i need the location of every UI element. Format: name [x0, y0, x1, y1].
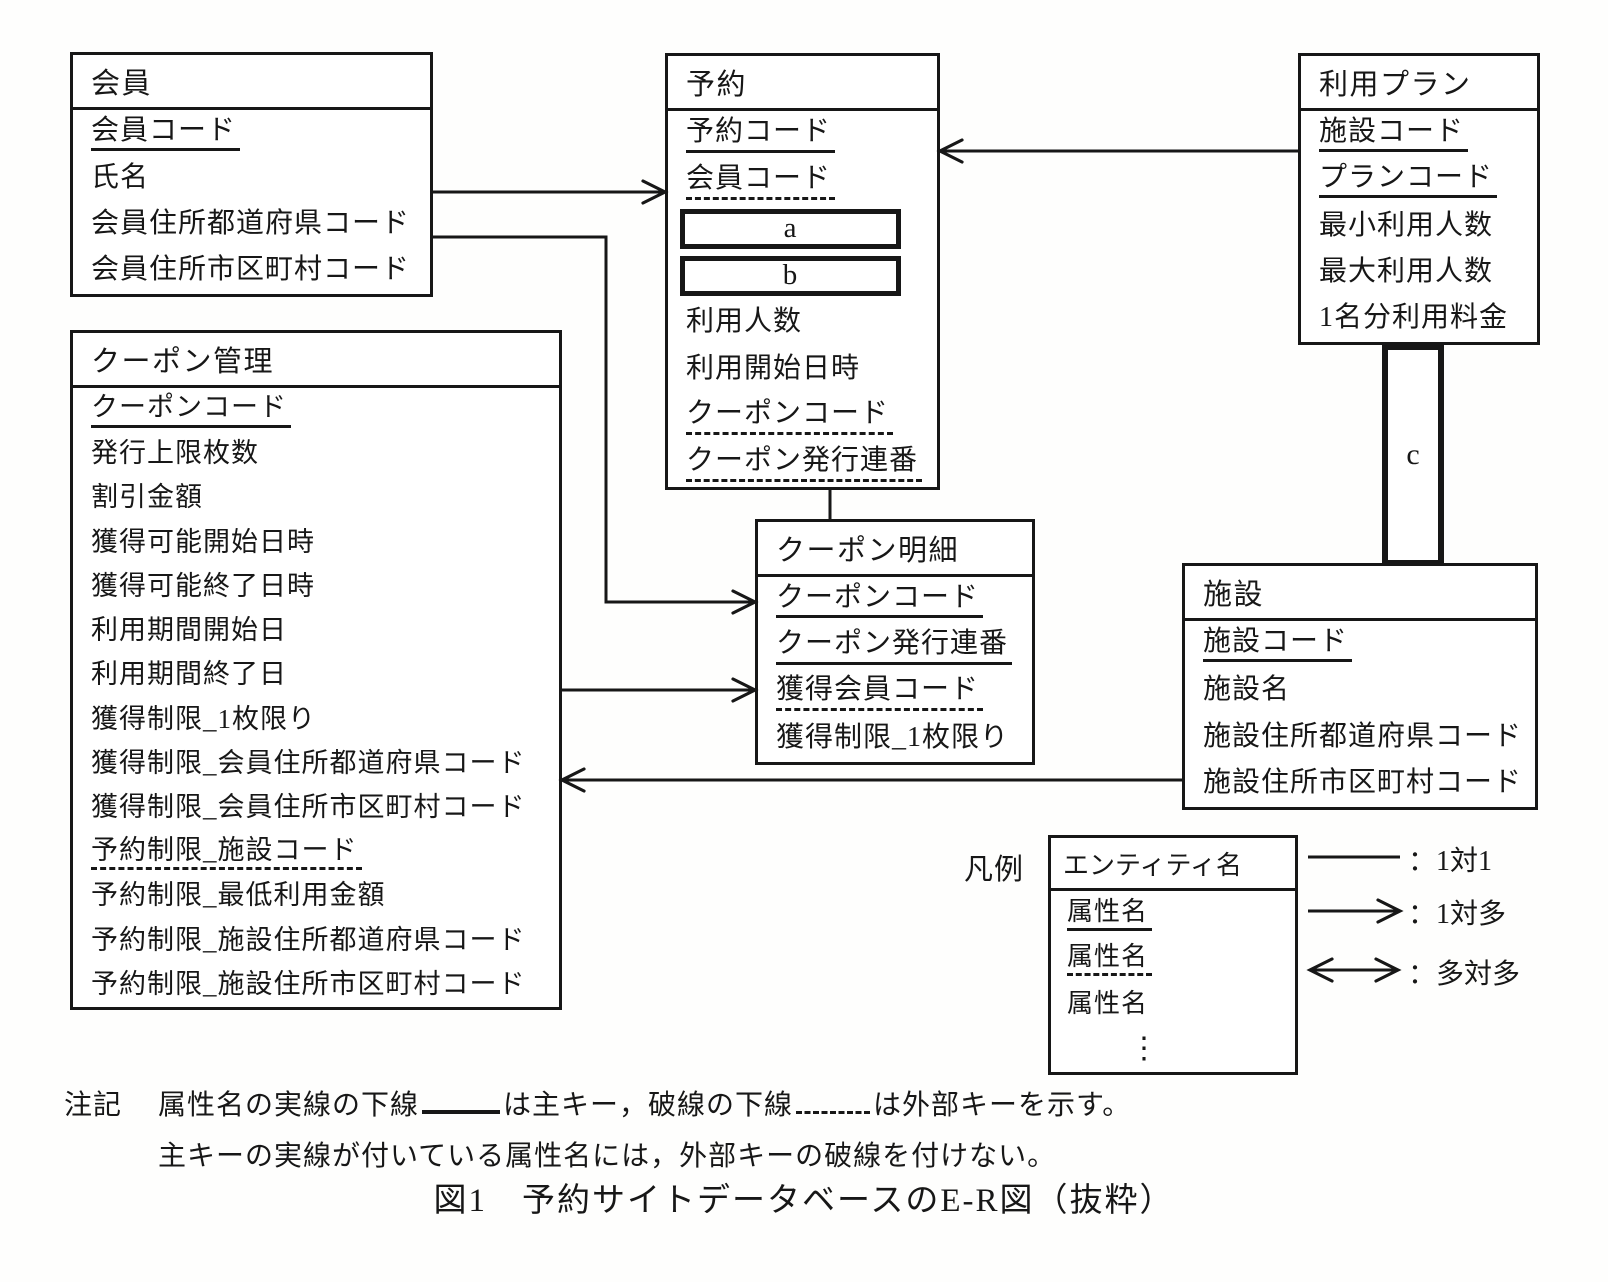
attribute-row: 獲得制限_会員住所都道府県コード [91, 747, 526, 778]
attribute-row: 獲得制限_1枚限り [776, 722, 1010, 754]
entity-title: 利用プラン [1301, 56, 1537, 111]
attribute-row: 会員住所都道府県コード [91, 208, 411, 240]
attribute-row: 割引金額 [91, 482, 203, 513]
legend-relation-label-one-to-many: ：1対多 [1408, 899, 1507, 930]
attribute-row: クーポン発行連番 [668, 440, 937, 487]
legend-entity-box: エンティティ名 属性名 属性名 属性名 ⋮ [1048, 835, 1298, 1075]
attribute-row: 施設住所市区町村コード [1203, 767, 1523, 799]
attribute-row: 施設住所都道府県コード [1203, 720, 1523, 752]
attribute-row: 会員コード [668, 158, 937, 205]
attribute-row: 獲得可能終了日時 [91, 570, 315, 601]
attribute-row: 利用期間開始日 [91, 615, 287, 646]
attribute-row: 属性名 [1067, 988, 1149, 1018]
note-line-2: 主キーの実線が付いている属性名には，外部キーの破線を付けない。 [158, 1141, 1057, 1172]
attribute-row: 施設コード [1301, 111, 1537, 157]
note-line1-part3: は外部キーを示す。 [873, 1090, 1132, 1121]
attribute-row: クーポン発行連番 [758, 623, 1032, 669]
attribute-row: 会員コード [73, 110, 430, 156]
entity-title: 予約 [668, 56, 937, 111]
entity-facility: 施設 施設コード 施設名 施設住所都道府県コード 施設住所市区町村コード [1182, 563, 1538, 810]
attribute-row: 氏名 [91, 162, 150, 194]
attribute-row: 1名分利用料金 [1319, 302, 1509, 334]
entity-member: 会員 会員コード 氏名 会員住所都道府県コード 会員住所市区町村コード [70, 52, 433, 297]
attribute-row-blank: b [668, 252, 937, 299]
attribute-row: クーポンコード [73, 388, 559, 432]
attribute-row: 予約制限_施設コード [73, 830, 559, 874]
attribute-row: 予約制限_最低利用金額 [91, 880, 386, 911]
attribute-row: クーポンコード [668, 393, 937, 440]
attribute-row: 利用期間終了日 [91, 659, 287, 690]
note-line-1: 属性名の実線の下線 は主キー，破線の下線 は外部キーを示す。 [158, 1083, 1131, 1123]
attribute-row: 発行上限枚数 [91, 438, 259, 469]
legend-label: 凡例 [964, 854, 1025, 886]
attribute-row: 予約制限_施設住所市区町村コード [91, 968, 526, 999]
note-line1-part2: は主キー，破線の下線 [503, 1090, 794, 1121]
entity-body: クーポンコード クーポン発行連番 獲得会員コード 獲得制限_1枚限り [758, 577, 1032, 762]
solid-underline-sample [422, 1090, 501, 1114]
entity-title: 会員 [73, 55, 430, 110]
legend-relation-label-one-to-one: ：1対1 [1408, 846, 1493, 877]
figure-caption: 図1 予約サイトデータベースのE-R図（抜粋） [433, 1183, 1175, 1219]
note-label: 注記 [64, 1090, 123, 1121]
entity-title: クーポン明細 [758, 522, 1032, 577]
attribute-row: 予約制限_施設住所都道府県コード [91, 924, 526, 955]
blank-answer-b: b [680, 255, 901, 296]
attribute-row: 獲得会員コード [758, 670, 1032, 716]
entity-title: エンティティ名 [1051, 838, 1295, 891]
entity-body: 予約コード 会員コード a b 利用人数 利用開始日時 クーポンコード クーポン… [668, 111, 937, 487]
entity-title: 施設 [1185, 566, 1535, 621]
entity-coupon-management: クーポン管理 クーポンコード 発行上限枚数 割引金額 獲得可能開始日時 獲得可能… [70, 330, 562, 1010]
note-line1-part1: 属性名の実線の下線 [158, 1090, 420, 1121]
attribute-row: 予約コード [668, 111, 937, 158]
attribute-row: 最小利用人数 [1319, 209, 1494, 241]
attribute-row-blank: a [668, 205, 937, 252]
attribute-row: 施設名 [1203, 674, 1291, 706]
attribute-row: 獲得制限_1枚限り [91, 703, 316, 734]
attribute-row: クーポンコード [758, 577, 1032, 623]
entity-usage-plan: 利用プラン 施設コード プランコード 最小利用人数 最大利用人数 1名分利用料金 [1298, 53, 1540, 345]
entity-body: 施設コード 施設名 施設住所都道府県コード 施設住所市区町村コード [1185, 621, 1535, 807]
attribute-row: 利用開始日時 [686, 352, 861, 384]
attribute-row: 最大利用人数 [1319, 256, 1494, 288]
entity-reservation: 予約 予約コード 会員コード a b 利用人数 利用開始日時 クーポンコード ク… [665, 53, 940, 490]
entity-title: クーポン管理 [73, 333, 559, 388]
entity-body: 会員コード 氏名 会員住所都道府県コード 会員住所市区町村コード [73, 110, 430, 294]
attribute-row: 属性名 [1051, 936, 1295, 981]
blank-answer-c: c [1382, 344, 1444, 566]
legend-relation-label-many-to-many: ：多対多 [1408, 959, 1521, 990]
attribute-row: 属性名 [1051, 891, 1295, 936]
blank-answer-a: a [680, 208, 901, 249]
attribute-row: 会員住所市区町村コード [91, 254, 411, 286]
attribute-row: 施設コード [1185, 621, 1535, 668]
attribute-row: 利用人数 [686, 305, 803, 337]
attribute-row: プランコード [1301, 157, 1537, 203]
entity-body: 属性名 属性名 属性名 ⋮ [1051, 891, 1295, 1072]
entity-body: 施設コード プランコード 最小利用人数 最大利用人数 1名分利用料金 [1301, 111, 1537, 342]
entity-body: クーポンコード 発行上限枚数 割引金額 獲得可能開始日時 獲得可能終了日時 利用… [73, 388, 559, 1007]
attribute-row: 獲得制限_会員住所市区町村コード [91, 791, 526, 822]
dashed-underline-sample [796, 1090, 871, 1114]
attribute-row: 獲得可能開始日時 [91, 526, 315, 557]
entity-coupon-detail: クーポン明細 クーポンコード クーポン発行連番 獲得会員コード 獲得制限_1枚限… [755, 519, 1035, 765]
vertical-ellipsis: ⋮ [1129, 1031, 1160, 1065]
